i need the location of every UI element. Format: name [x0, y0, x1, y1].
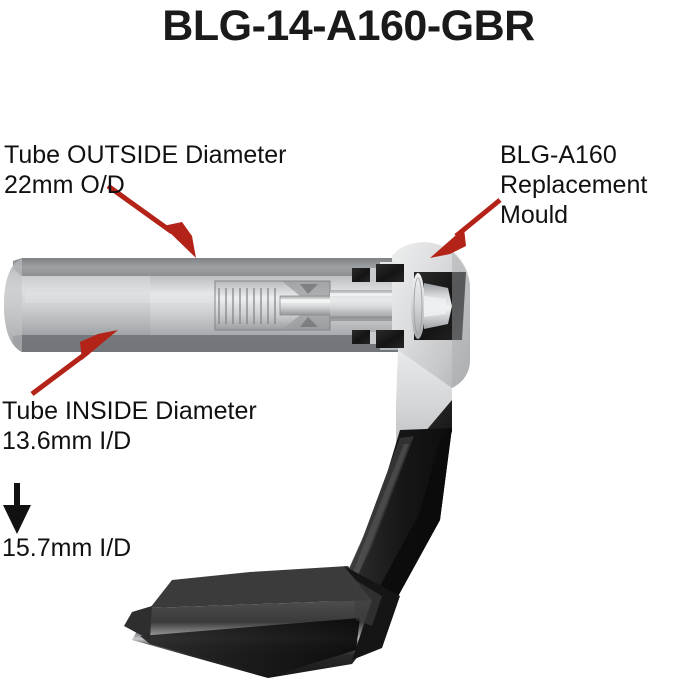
- annotation-tube-outside-line1: Tube OUTSIDE Diameter: [4, 141, 287, 169]
- hex-bolt-head: [411, 273, 452, 339]
- annotation-tube-inside-alt: 15.7mm I/D: [2, 533, 131, 563]
- annotation-tube-outside-line2: 22mm O/D: [4, 171, 125, 199]
- callout-arrow-outside: [106, 183, 196, 258]
- annotation-tube-inside-line1: Tube INSIDE Diameter: [2, 397, 257, 425]
- annotation-tube-outside: Tube OUTSIDE Diameter 22mm O/D: [4, 140, 286, 200]
- lever-foot: [124, 566, 400, 678]
- callout-arrow-inside: [30, 330, 118, 396]
- annotation-mould-line3: Mould: [500, 201, 569, 229]
- annotation-tube-inside-line2: 13.6mm I/D: [2, 427, 132, 455]
- annotation-mould-line1: BLG-A160: [500, 141, 617, 169]
- id-indicator-arrow: [3, 483, 31, 534]
- annotation-mould: BLG-A160 Replacement Mould: [500, 140, 647, 230]
- bolt-shaft: [279, 290, 420, 321]
- page-title: BLG-14-A160-GBR: [162, 2, 535, 50]
- annotation-tube-inside: Tube INSIDE Diameter 13.6mm I/D: [2, 396, 257, 456]
- annotation-tube-inside-alt-line1: 15.7mm I/D: [2, 534, 132, 562]
- annotation-mould-line2: Replacement: [500, 171, 648, 199]
- callout-arrow-mould: [430, 198, 502, 258]
